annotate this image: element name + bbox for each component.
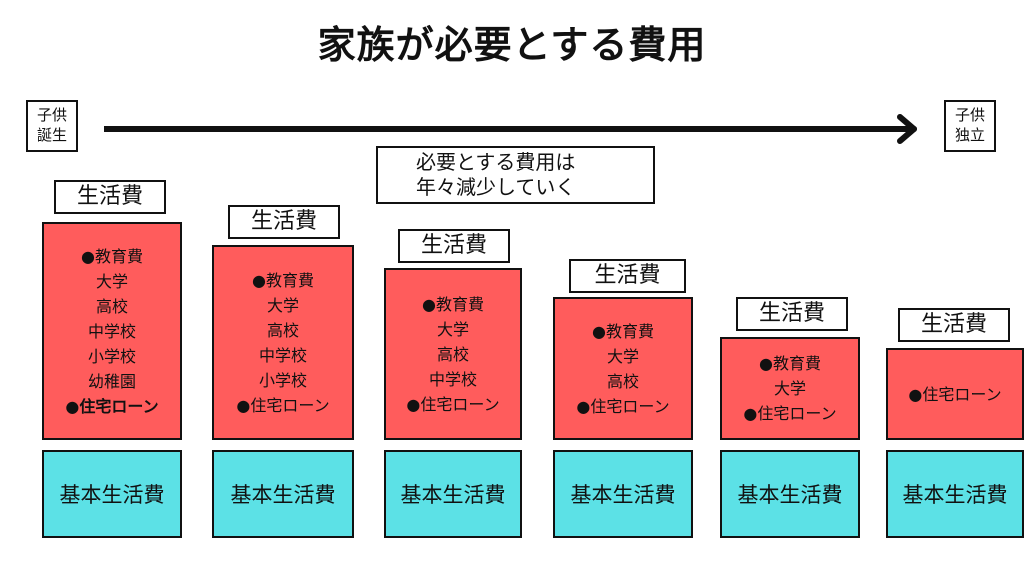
living-cost-label: 生活費 xyxy=(736,297,848,331)
expense-item: 中学校 xyxy=(87,321,136,341)
expense-item: 小学校 xyxy=(258,370,307,390)
basic-living-cost-box: 基本生活費 xyxy=(212,450,354,538)
expense-item: ●教育費 xyxy=(422,294,484,314)
expense-item: ●住宅ローン xyxy=(65,396,159,416)
expense-item: ●教育費 xyxy=(252,270,314,290)
living-cost-label: 生活費 xyxy=(569,259,686,293)
page-title: 家族が必要とする費用 xyxy=(317,23,707,67)
expense-item: ●住宅ローン xyxy=(406,394,500,414)
expense-item: 高校 xyxy=(436,344,469,364)
expense-item: 高校 xyxy=(606,371,639,391)
timeline-arrow xyxy=(104,114,917,144)
living-cost-label: 生活費 xyxy=(228,205,340,239)
end-label-line2: 独立 xyxy=(954,126,985,144)
end-label-line1: 子供 xyxy=(954,106,985,124)
expense-box: ●教育費大学高校中学校小学校幼稚園 ●住宅ローン xyxy=(42,222,182,440)
start-label-line1: 子供 xyxy=(36,106,67,124)
expense-box: ●住宅ローン xyxy=(886,348,1024,440)
expense-item: 幼稚園 xyxy=(87,371,136,391)
expense-item: ●教育費 xyxy=(592,321,654,341)
note-line2: 年々減少していく xyxy=(416,175,576,199)
expense-box: ●教育費大学高校中学校 ●住宅ローン xyxy=(384,268,522,440)
expense-item: ●教育費 xyxy=(81,246,143,266)
expense-item: 大学 xyxy=(436,319,469,339)
living-cost-label: 生活費 xyxy=(398,229,510,263)
expense-item: ●住宅ローン xyxy=(576,396,670,416)
expense-box: ●教育費大学高校 ●住宅ローン xyxy=(553,297,693,440)
end-label-box: 子供 独立 xyxy=(944,100,996,152)
expense-box: ●教育費大学高校中学校小学校 ●住宅ローン xyxy=(212,245,354,440)
basic-living-cost-box: 基本生活費 xyxy=(553,450,693,538)
expense-item: 中学校 xyxy=(258,345,307,365)
expense-item: 大学 xyxy=(773,379,806,398)
basic-living-cost-box: 基本生活費 xyxy=(720,450,860,538)
expense-item: ●住宅ローン xyxy=(236,395,330,415)
expense-item: 中学校 xyxy=(428,369,477,389)
basic-living-cost-box: 基本生活費 xyxy=(886,450,1024,538)
expense-item: 高校 xyxy=(95,296,128,316)
expense-item: ●住宅ローン xyxy=(743,404,837,423)
living-cost-label: 生活費 xyxy=(54,180,166,214)
living-cost-label: 生活費 xyxy=(898,308,1010,342)
expense-item: ●教育費 xyxy=(759,354,821,373)
expense-item: 大学 xyxy=(266,295,299,315)
expense-item: 大学 xyxy=(606,346,639,366)
basic-living-cost-box: 基本生活費 xyxy=(384,450,522,538)
expense-item: ●住宅ローン xyxy=(908,384,1002,404)
expense-item: 高校 xyxy=(266,320,299,340)
expense-item: 大学 xyxy=(95,271,128,291)
note-line1: 必要とする費用は xyxy=(416,150,576,174)
decrease-note: 必要とする費用は 年々減少していく xyxy=(376,146,655,204)
expense-item: 小学校 xyxy=(87,346,136,366)
expense-box: ●教育費大学 ●住宅ローン xyxy=(720,337,860,440)
basic-living-cost-box: 基本生活費 xyxy=(42,450,182,538)
start-label-line2: 誕生 xyxy=(36,126,67,144)
start-label-box: 子供 誕生 xyxy=(26,100,78,152)
